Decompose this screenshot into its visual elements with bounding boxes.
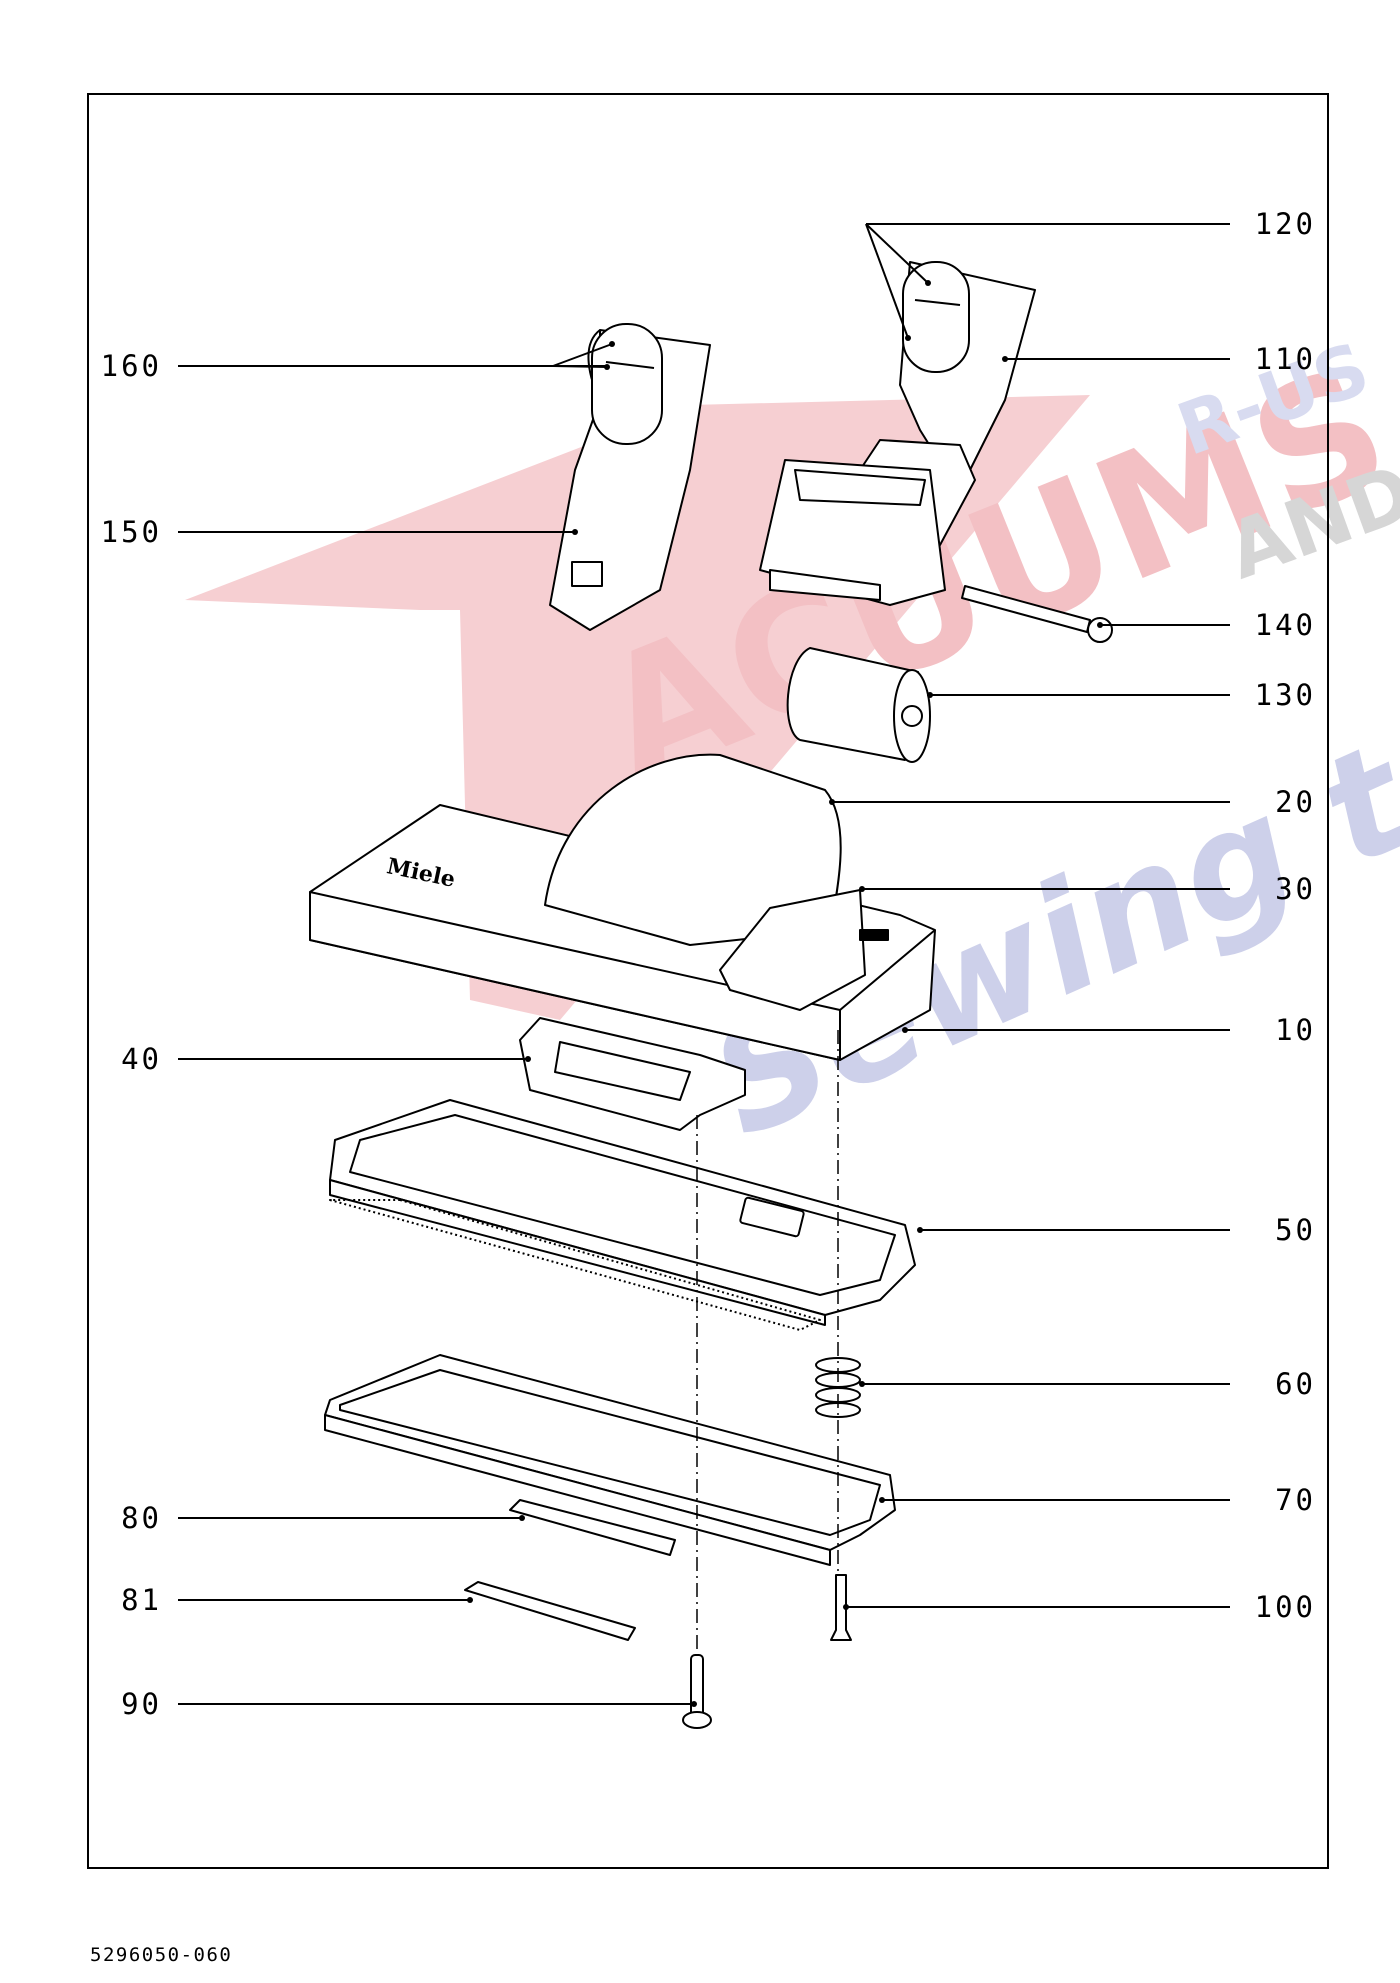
part-20-hood-cover [544,753,842,946]
part-150-handle-cover [549,329,711,631]
callout-81: 81 [121,1583,162,1617]
callout-80: 80 [121,1501,162,1535]
callout-70: 70 [1275,1483,1316,1517]
part-130-roller [786,647,931,763]
leader-dots [467,280,1103,1707]
callout-20: 20 [1275,785,1316,819]
part-100-screw [830,1574,852,1641]
callout-150: 150 [100,515,162,549]
callout-140: 140 [1254,608,1316,642]
callout-40: 40 [121,1042,162,1076]
callout-10: 10 [1275,1013,1316,1047]
part-70-base-plate [324,1354,896,1566]
callout-60: 60 [1275,1367,1316,1401]
callout-100: 100 [1254,1590,1316,1624]
leader-lines [178,223,1230,1705]
callout-50: 50 [1275,1213,1316,1247]
part-40-valve-frame [519,1017,746,1131]
part-120-release-button [902,261,970,373]
part-160-latch-button [591,323,663,445]
callout-160: 160 [100,349,162,383]
callout-130: 130 [1254,678,1316,712]
callout-110: 110 [1254,342,1316,376]
assembly-axes [696,1030,839,1655]
part-50-brush-plate [329,1099,916,1331]
part-30-pedal [719,889,889,1011]
callout-120: 120 [1254,207,1316,241]
part-90-screw [682,1654,712,1729]
drawing-frame [87,93,1329,1869]
part-80-bristle-strip [509,1499,676,1556]
document-number: 5296050-060 [90,1944,233,1966]
part-81-bristle-strip [464,1581,636,1641]
callout-30: 30 [1275,872,1316,906]
callout-90: 90 [121,1687,162,1721]
